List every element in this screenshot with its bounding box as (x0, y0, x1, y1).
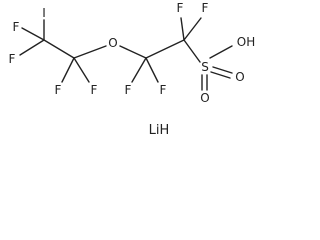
bond-oxygen-c3 (119, 45, 147, 59)
atom-f-upper-right-b: F (202, 1, 209, 15)
atom-f-left: F (9, 52, 16, 66)
bond-c1-f-left (19, 39, 45, 56)
bond-c2-f-a (61, 57, 75, 83)
atom-iodine: I (42, 6, 46, 20)
bond-c3-f-b (145, 57, 159, 83)
atom-sulfonyl-o-lower: O (200, 91, 209, 105)
bond-c4-f-b (183, 17, 202, 41)
bond-c1-c2 (43, 39, 75, 59)
bond-c2-oxygen (73, 45, 107, 59)
atom-labels: F I F F F O F F F F S OH O O (9, 1, 256, 105)
atom-f-lower-mid-b: F (160, 83, 167, 97)
atom-hydroxyl: OH (237, 35, 255, 49)
atom-f-lower-left-b: F (91, 83, 98, 97)
atom-f-upper-right-a: F (177, 1, 184, 15)
bond-c2-f-b (73, 57, 90, 83)
atom-f-top-left: F (13, 20, 20, 34)
atom-f-lower-left-a: F (55, 83, 62, 97)
bond-c4-sulfur (183, 39, 201, 63)
atom-sulfonyl-o-right: O (235, 70, 244, 84)
bond-c1-f-top (21, 27, 45, 41)
bond-sulfur-o-right-2 (212, 66, 233, 74)
bond-sulfur-o-right-1 (210, 71, 231, 79)
bond-c3-c4 (145, 39, 185, 59)
bond-lines (19, 17, 233, 91)
atom-ether-oxygen: O (108, 36, 117, 50)
counterion-label: LiH (149, 123, 170, 138)
bond-c4-f-a (180, 17, 185, 41)
bond-c3-f-a (131, 57, 147, 83)
atom-sulfur: S (201, 60, 209, 74)
atom-f-lower-mid-a: F (125, 83, 132, 97)
bond-sulfur-hydroxyl (209, 45, 233, 59)
structure-diagram: F I F F F O F F F F S OH O O LiH (9, 1, 256, 138)
